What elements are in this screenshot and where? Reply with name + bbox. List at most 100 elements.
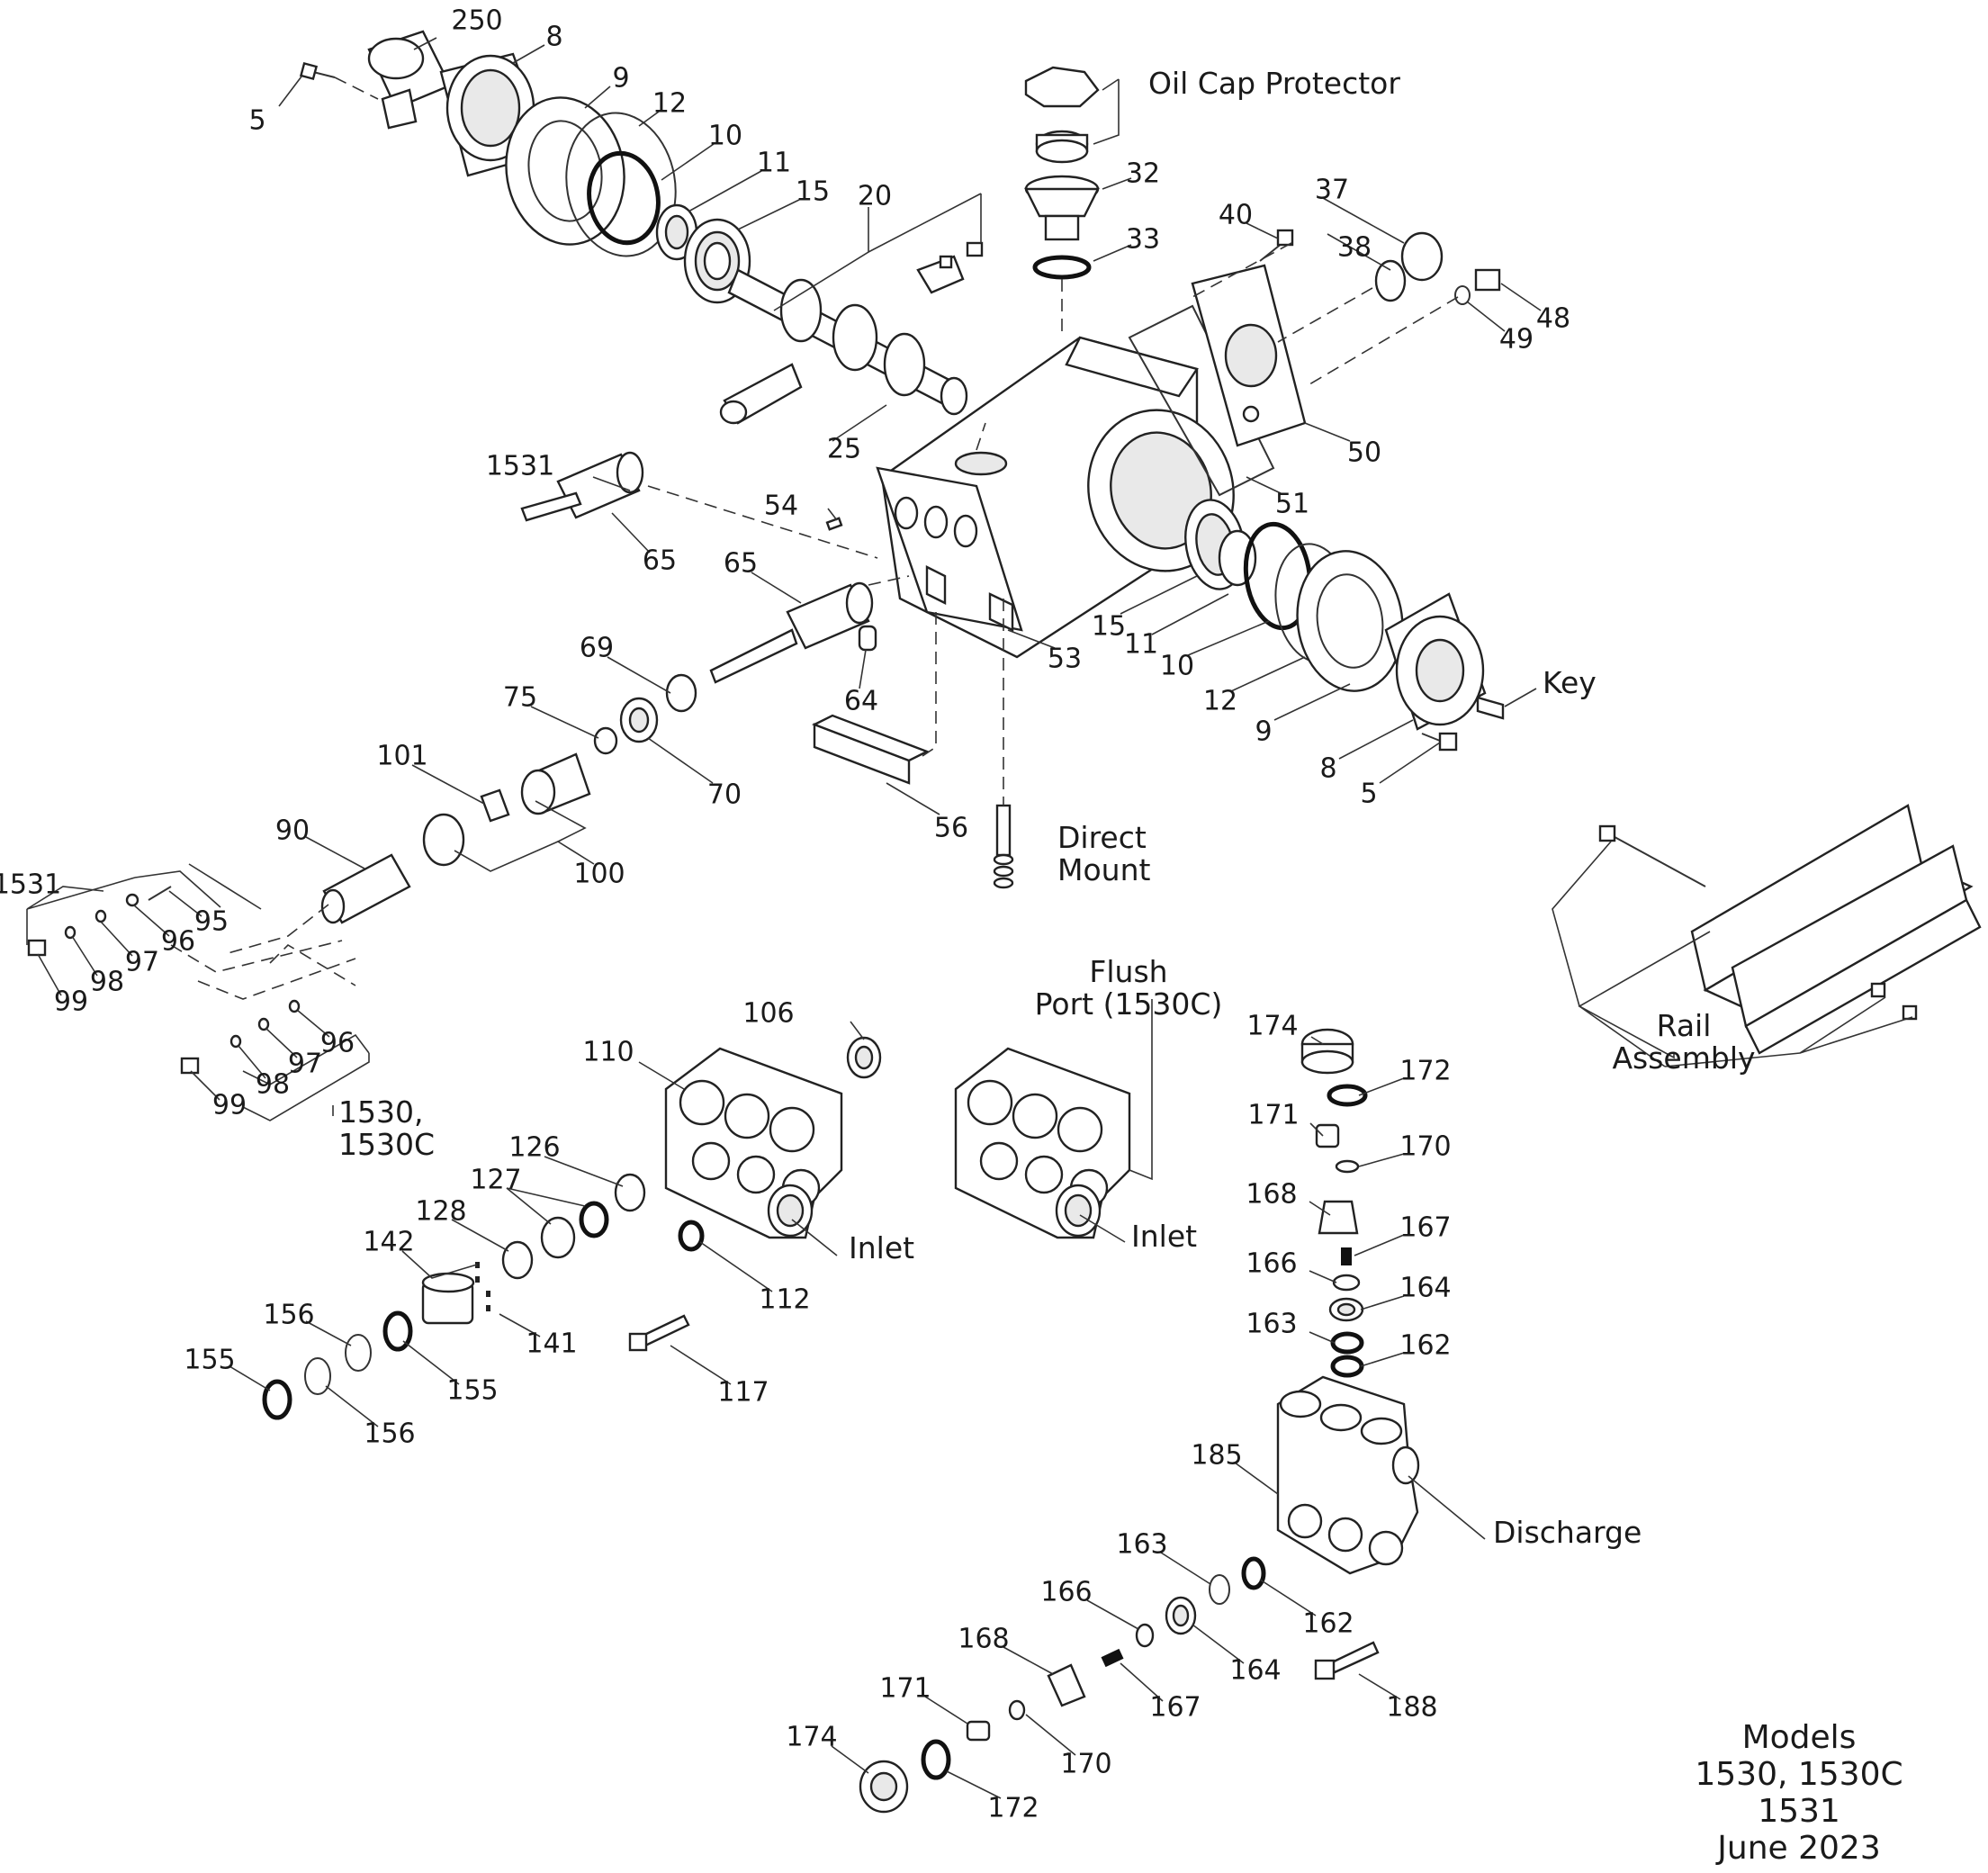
ceramic-plunger-90	[320, 853, 411, 924]
plunger-rod-65	[709, 581, 874, 684]
seat-166-bottom	[1135, 1623, 1155, 1648]
seal-128	[501, 1240, 534, 1280]
part-label-172b: 172	[987, 1793, 1039, 1824]
part-label-90: 90	[275, 815, 310, 847]
part-label-56: 56	[934, 813, 968, 844]
pins-141	[475, 1262, 490, 1311]
seal-70	[619, 697, 659, 743]
rail-assembly	[1598, 804, 1982, 1055]
part-label-50: 50	[1347, 437, 1381, 469]
oring-112	[678, 1220, 705, 1252]
seal-127	[540, 1201, 609, 1259]
part-label-9b: 9	[1255, 716, 1272, 748]
kit-1531-parts	[27, 886, 172, 957]
oring-33	[1032, 255, 1092, 280]
note-key: Key	[1543, 665, 1597, 700]
part-label-49: 49	[1499, 324, 1534, 356]
part-label-156a: 156	[263, 1300, 314, 1331]
part-label-99a: 99	[54, 986, 88, 1018]
spring-167-bottom	[1101, 1648, 1124, 1668]
bolt-117	[628, 1314, 690, 1352]
part-label-95: 95	[194, 906, 229, 938]
part-label-15a: 15	[796, 176, 830, 208]
part-label-155b: 155	[446, 1375, 498, 1407]
part-label-96b: 96	[320, 1028, 355, 1059]
part-label-101: 101	[376, 741, 427, 772]
part-label-32: 32	[1126, 158, 1160, 190]
part-label-171b: 171	[879, 1673, 931, 1705]
part-label-126: 126	[508, 1132, 560, 1164]
part-label-98b: 98	[256, 1069, 290, 1101]
part-label-51: 51	[1275, 489, 1309, 520]
part-label-69: 69	[580, 633, 614, 664]
pin-64	[858, 625, 877, 652]
gasket-9-top	[505, 96, 625, 246]
oring-162-top	[1330, 1355, 1364, 1378]
oring-172-bottom	[921, 1739, 951, 1780]
gasket-9-right	[1296, 550, 1404, 692]
part-label-98a: 98	[90, 967, 124, 998]
crankshaft-25	[727, 268, 968, 416]
part-label-166a: 166	[1246, 1248, 1297, 1280]
valve-seat-164-top	[1328, 1297, 1364, 1322]
kit-1530-parts	[180, 999, 301, 1075]
valve-168-top	[1318, 1200, 1359, 1235]
part-label-106: 106	[742, 998, 794, 1030]
oring-162-bottom	[1241, 1556, 1266, 1590]
seal-retainer-142	[421, 1272, 475, 1325]
part-label-250a: 250	[451, 5, 502, 37]
connecting-rod-20	[719, 241, 984, 425]
part-label-70: 70	[707, 779, 742, 811]
spring-retainer-171-top	[1315, 1123, 1340, 1148]
inlet-manifold-110	[664, 1047, 843, 1239]
part-label-100: 100	[573, 859, 625, 890]
note-models-1530-1530c: 1530,1530C	[338, 1094, 435, 1162]
part-label-117: 117	[717, 1377, 769, 1409]
valve-168-bottom	[1047, 1663, 1086, 1707]
plunger-rod-65-1531	[520, 451, 644, 522]
part-label-168b: 168	[958, 1624, 1009, 1655]
part-label-96a: 96	[161, 926, 195, 958]
leader-lines	[26, 37, 1913, 1799]
washer-170-top	[1335, 1159, 1360, 1174]
part-label-174a: 174	[1246, 1011, 1298, 1042]
part-label-166b: 166	[1040, 1577, 1092, 1608]
seal-106	[846, 1036, 882, 1079]
direct-mount-hardware	[993, 804, 1014, 889]
rear-cover-50	[1191, 264, 1307, 447]
part-label-162b: 162	[1302, 1608, 1354, 1640]
gasket-51	[1128, 304, 1275, 497]
part-label-163a: 163	[1246, 1309, 1297, 1340]
part-label-15b: 15	[1092, 611, 1126, 643]
oring-163-top	[1330, 1331, 1364, 1355]
part-label-156b: 156	[364, 1418, 415, 1450]
part-label-168a: 168	[1246, 1179, 1297, 1211]
bolt-5-right	[1421, 732, 1458, 752]
part-drawings	[27, 30, 1982, 1814]
part-label-12b: 12	[1203, 686, 1237, 717]
bearing-cover-8-right	[1384, 592, 1487, 731]
shaft-protector-250	[367, 30, 452, 130]
part-label-5b: 5	[1360, 779, 1377, 810]
discharge-manifold-185	[1276, 1375, 1420, 1575]
part-label-163b: 163	[1116, 1529, 1167, 1561]
oring-155-left	[262, 1379, 292, 1420]
part-label-65b: 65	[724, 548, 758, 580]
bolt-188	[1314, 1641, 1380, 1680]
oring-12-top	[565, 112, 677, 257]
part-label-171a: 171	[1247, 1100, 1299, 1131]
part-label-54: 54	[764, 491, 798, 522]
part-label-170a: 170	[1399, 1131, 1451, 1163]
backup-ring-156-left	[304, 1357, 331, 1395]
part-label-167b: 167	[1149, 1692, 1201, 1724]
part-label-38: 38	[1337, 232, 1372, 264]
washer-170-bottom	[1008, 1699, 1026, 1721]
spring-167-top	[1341, 1247, 1352, 1265]
seal-69	[665, 673, 697, 713]
inlet-manifold-1530c	[954, 1047, 1131, 1239]
part-label-167a: 167	[1399, 1212, 1451, 1244]
retainer-101	[480, 788, 510, 823]
